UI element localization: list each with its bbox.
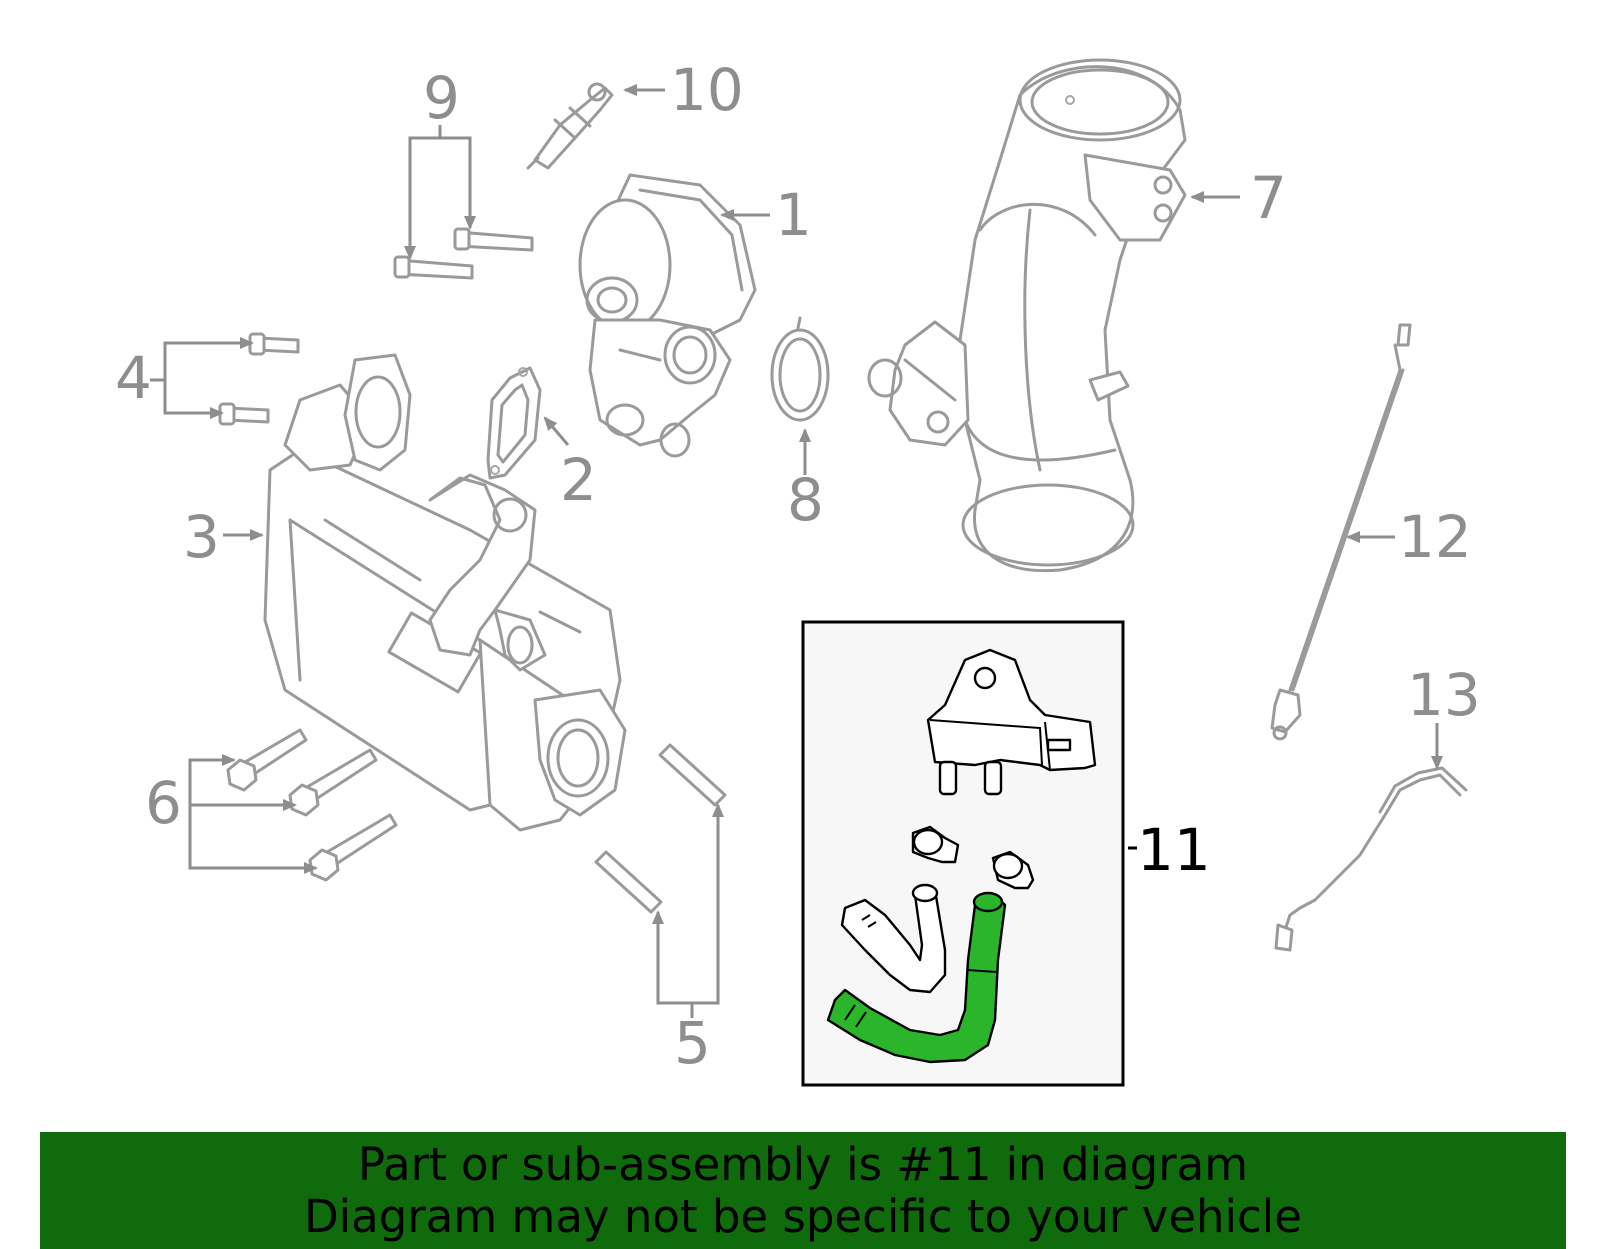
- banner-line-1: Part or sub-assembly is #11 in diagram: [357, 1137, 1249, 1191]
- part-5-studs: [594, 743, 727, 914]
- callout-8[interactable]: 8: [787, 466, 824, 534]
- callout-5[interactable]: 5: [674, 1009, 711, 1077]
- info-banner: Part or sub-assembly is #11 in diagram D…: [40, 1132, 1566, 1249]
- callout-1[interactable]: 1: [775, 181, 812, 249]
- part-9-bolts: [393, 227, 534, 280]
- callout-10[interactable]: 10: [670, 56, 744, 124]
- part-6-bolts: [226, 728, 398, 882]
- part-4-bolts: [218, 332, 300, 426]
- part-3-egr-cooler: [263, 353, 627, 832]
- part-1-egr-valve: [578, 173, 757, 458]
- part-12-sensor-rod: [1270, 323, 1412, 741]
- callout-9[interactable]: 9: [423, 64, 460, 132]
- part-10-sensor: [526, 82, 614, 170]
- part-7-intake-pipe: [958, 58, 1187, 573]
- part-13-wire: [1274, 766, 1468, 952]
- callout-4[interactable]: 4: [115, 344, 152, 412]
- callout-labels: 1 2 3 4 5 6 7 8 9 10 11 12 13: [115, 56, 1481, 1077]
- callout-7[interactable]: 7: [1250, 164, 1287, 232]
- callout-13[interactable]: 13: [1407, 661, 1481, 729]
- callout-3[interactable]: 3: [183, 503, 220, 571]
- callout-12[interactable]: 12: [1398, 503, 1472, 571]
- part-7-actuator: [867, 320, 970, 447]
- banner-line-2: Diagram may not be specific to your vehi…: [304, 1189, 1302, 1243]
- leader-lines: [150, 84, 1443, 1018]
- callout-6[interactable]: 6: [145, 769, 182, 837]
- part-11-inset: [801, 620, 1125, 1087]
- part-2-gasket: [486, 366, 542, 480]
- callout-11[interactable]: 11: [1137, 816, 1211, 884]
- callout-2[interactable]: 2: [560, 446, 597, 514]
- part-8-ring-gasket: [770, 316, 830, 422]
